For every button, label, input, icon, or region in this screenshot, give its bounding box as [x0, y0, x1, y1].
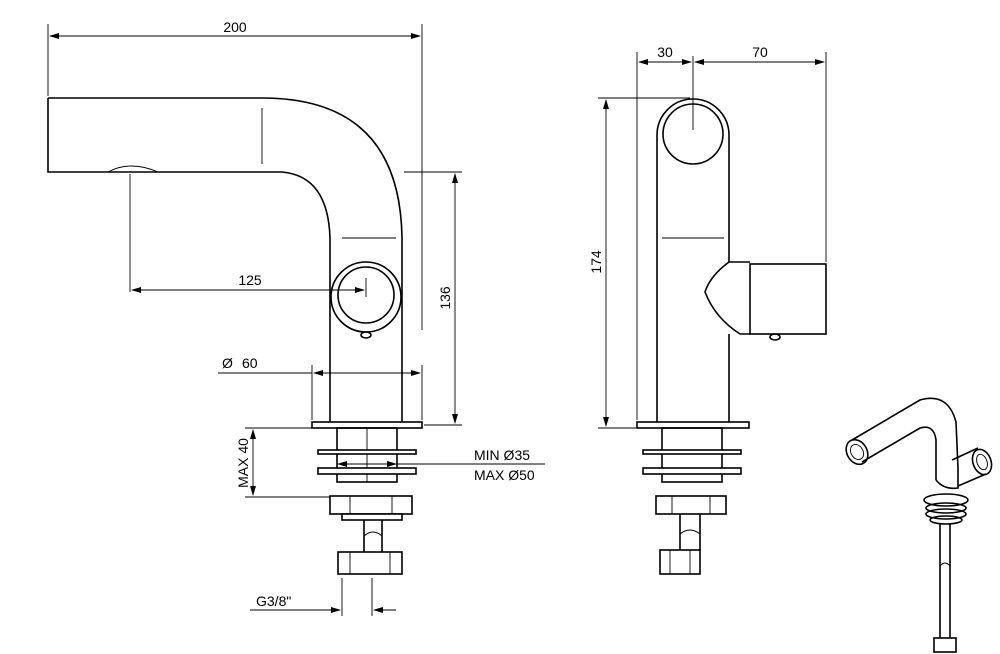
front-view: 200 125 136 Ø 60 MAX 40 MIN Ø35 MAX Ø50 …	[47, 19, 545, 616]
side-body-outline	[656, 98, 730, 425]
side-handle-body	[749, 263, 827, 335]
label-200: 200	[223, 19, 247, 35]
label-125: 125	[238, 272, 262, 288]
diameter-symbol: Ø	[222, 355, 233, 371]
iso-hose-fitting	[933, 637, 957, 653]
front-base-plate	[311, 421, 423, 429]
front-spout-outline	[47, 97, 403, 425]
label-136: 136	[437, 286, 453, 310]
iso-spout-end	[845, 438, 869, 466]
label-70: 70	[752, 44, 768, 60]
front-hose-fitting	[337, 551, 403, 575]
label-60: 60	[242, 355, 258, 371]
label-max40: MAX 40	[235, 438, 251, 488]
front-nut	[329, 495, 413, 515]
side-hose-fitting	[659, 549, 701, 575]
side-handle-cone	[704, 261, 750, 335]
front-handle-inner	[337, 266, 395, 324]
isometric-view	[845, 397, 993, 653]
iso-handle-end	[971, 448, 993, 476]
label-hole-max: MAX Ø50	[474, 467, 535, 483]
side-view: 30 70 174	[588, 44, 827, 575]
label-174: 174	[588, 250, 604, 274]
side-base-plate	[636, 421, 750, 429]
label-30: 30	[657, 44, 673, 60]
side-nut	[655, 495, 727, 515]
label-hole-min: MIN Ø35	[474, 447, 530, 463]
front-aerator	[107, 165, 159, 173]
label-g38: G3/8"	[256, 593, 291, 609]
